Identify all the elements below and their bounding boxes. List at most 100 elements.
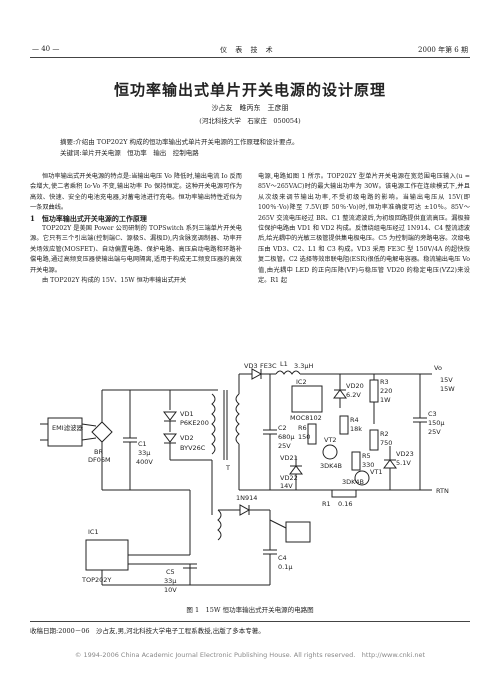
left-column: 恒功率输出式开关电源的特点是:当输出电压 Vo 降低时,输出电流 Io 反而会增… (30, 172, 242, 286)
vt2-transistor (322, 444, 338, 460)
label: FE3C (260, 362, 277, 370)
label: P6KE200 (180, 419, 209, 427)
issue-number: 2000 年第 6 期 (418, 46, 468, 54)
label: 0.1μ (278, 563, 292, 571)
authors: 沙占友 睢丙东 王彦朋 (211, 104, 289, 112)
label: 33μ (138, 449, 150, 457)
circuit-diagram: EMI滤波器 BR DF06M C1 33μ 400V VD1 P6KE200 … (40, 360, 455, 594)
vd3-diode (251, 368, 263, 380)
label: R4 (350, 416, 359, 424)
label: C3 (428, 410, 437, 418)
copyright-footer: © 1994-2006 China Academic Journal Elect… (74, 651, 426, 659)
label: 6.2V (346, 391, 361, 399)
label: IC2 (296, 378, 307, 386)
label: 0.16 (338, 500, 352, 508)
label: C4 (278, 554, 287, 562)
received-note: 收稿日期:2000－06 沙占友,男,河北科技大学电子工程系教授,出版了多本专著… (30, 621, 470, 635)
label: R6 (298, 424, 307, 432)
label: 14V (280, 482, 293, 490)
abstract-block: 摘要:介绍由 TOP202Y 构成的恒功率输出式单片开关电源的工作原理和设计要点… (60, 137, 460, 159)
label: 680μ (278, 433, 295, 441)
label: VD22 (280, 474, 298, 482)
ic1-top202y (85, 539, 129, 571)
label: C2 (278, 424, 287, 432)
label: RTN (436, 487, 449, 495)
label: 330 (362, 461, 374, 469)
label: C1 (138, 440, 147, 448)
label: VT2 (324, 436, 337, 444)
label: DF06M (88, 456, 111, 464)
l1-inductor (275, 370, 301, 375)
label: 1W (380, 396, 391, 404)
keywords: 关键词:单片开关电源 恒功率 输出 控制电路 (60, 149, 199, 157)
label: VD2 (180, 434, 194, 442)
label: MOC8102 (290, 414, 322, 422)
bias-winding (217, 509, 222, 541)
label: 5.1V (396, 459, 411, 467)
transformer-primary (211, 393, 216, 455)
label: 1N914 (236, 494, 257, 502)
label: C5 (166, 568, 175, 576)
label: 18k (350, 425, 362, 433)
transformer-secondary (235, 393, 240, 445)
optocoupler-ic2 (291, 385, 323, 413)
emi-filter-block (47, 417, 83, 447)
label: EMI滤波器 (52, 423, 84, 432)
label: TOP202Y (81, 576, 111, 584)
label: 3.3μH (294, 362, 313, 370)
label: VT1 (370, 468, 383, 476)
vd2-diode (163, 433, 177, 443)
label: 33μ (164, 577, 176, 585)
page-number: — 40 — (32, 45, 60, 53)
body-paragraph: 电源,电路如图 1 所示。TOP202Y 型单片开关电源在宽范围电压输入(u =… (258, 173, 470, 285)
label: 3DK4B (342, 478, 364, 486)
r6-resistor (307, 423, 317, 445)
label: 10V (164, 586, 177, 594)
bridge-rectifier (91, 421, 113, 443)
label: 750 (380, 439, 392, 447)
body-paragraph: 由 TOP202Y 构成的 15V、15W 恒功率输出式开关 (42, 277, 187, 285)
label: Vo (434, 364, 442, 372)
label: 25V (278, 442, 291, 450)
vt1-transistor (354, 470, 370, 486)
label: R1 (322, 500, 331, 508)
intro-paragraph: 恒功率输出式开关电源的特点是:当输出电压 Vo 降低时,输出电流 Io 反而会增… (30, 173, 242, 212)
body-paragraph: TOP202Y 是美国 Power 公司研制的 TOPSwitch 系列三端单片… (30, 225, 242, 274)
label: 400V (136, 458, 153, 466)
vd1-diode (163, 411, 177, 421)
label: BYV26C (180, 444, 206, 452)
label: VD23 (396, 450, 414, 458)
label: R3 (380, 378, 389, 386)
label: R2 (380, 430, 389, 438)
figure-caption: 图 1 15W 恒功率输出式开关电源的电路图 (186, 606, 314, 614)
label: 25V (428, 428, 441, 436)
article-title: 恒功率输出式单片开关电源的设计原理 (113, 81, 386, 99)
label: T (225, 464, 230, 472)
abstract: 摘要:介绍由 TOP202Y 构成的恒功率输出式单片开关电源的工作原理和设计要点… (60, 138, 299, 146)
label: VD21 (280, 454, 298, 462)
r1-shunt-resistor (331, 489, 357, 498)
label: VD3 (244, 362, 258, 370)
label: VD20 (346, 382, 364, 390)
r3-resistor (369, 379, 379, 403)
label: VD1 (180, 410, 194, 418)
affiliation: (河北科技大学 石家庄 050054) (199, 117, 301, 125)
1n914-diode (239, 504, 251, 516)
label: L1 (280, 360, 288, 368)
label: 15W (440, 385, 455, 393)
label: 15V (440, 376, 453, 384)
label: 220 (380, 387, 392, 395)
right-column: 电源,电路如图 1 所示。TOP202Y 型单片开关电源在宽范围电压输入(u =… (258, 172, 470, 286)
label: IC1 (88, 528, 99, 536)
r2-resistor (369, 429, 379, 451)
optocoupler-transistor-side (285, 521, 311, 543)
label: BR (94, 448, 103, 456)
r4-resistor (339, 415, 349, 435)
label: 150μ (428, 419, 445, 427)
label: 3DK4B (320, 462, 342, 470)
r5-resistor (351, 451, 361, 471)
journal-name: 仪 表 技 术 (220, 46, 276, 54)
label: 150 (298, 433, 310, 441)
section-heading: 1 恒功率输出式开关电源的工作原理 (30, 213, 147, 223)
running-header: — 40 — 仪 表 技 术 2000 年第 6 期 (30, 43, 470, 58)
